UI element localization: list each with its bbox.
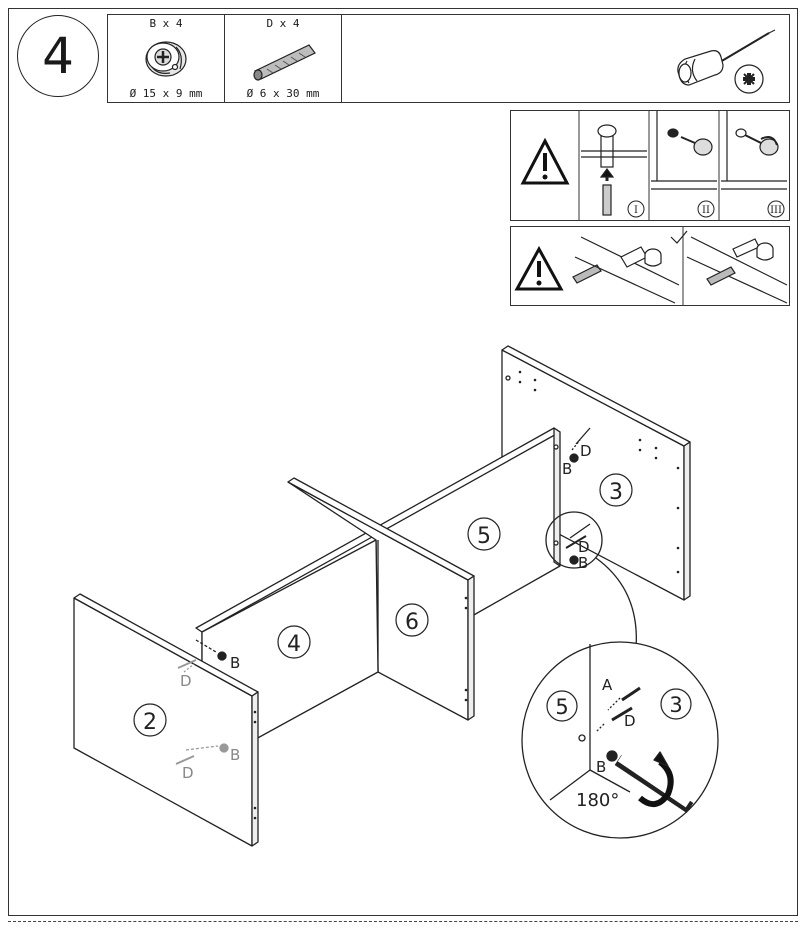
part-cell-d: D x 4 Ø 6 x 30 mm — [225, 15, 342, 102]
panel-6 — [287, 477, 475, 721]
warning-box-cam-steps: I II III — [510, 110, 790, 221]
cam-lock-icon — [145, 41, 187, 77]
page-frame — [8, 8, 798, 916]
part-qty: D x 4 — [266, 17, 300, 30]
parts-table: B x 4 Ø 15 x 9 mm D x 4 — [107, 14, 790, 103]
panel-label-5: 5 — [477, 524, 491, 549]
detail-panel-label-5: 5 — [555, 695, 568, 719]
wooden-dowel-icon — [253, 44, 316, 81]
label-d-panel2-bottom: D — [182, 764, 194, 782]
hardware-mid — [565, 523, 591, 565]
part-cell-b: B x 4 Ø 15 x 9 mm — [108, 15, 225, 102]
step-iii-label: III — [770, 205, 782, 216]
label-d-mid: D — [578, 538, 590, 556]
label-d-panel2-top: D — [180, 672, 192, 690]
part-size: Ø 15 x 9 mm — [129, 87, 203, 100]
detail-panel-label-3: 3 — [669, 693, 682, 717]
step-i-label: I — [634, 205, 638, 216]
step-number-text: 4 — [42, 27, 74, 85]
hardware-cam-4 — [195, 639, 227, 661]
label-b-panel2: B — [230, 746, 240, 764]
panel-label-6: 6 — [405, 610, 419, 635]
hardware-top — [569, 427, 591, 463]
warning-box-dowel — [510, 226, 790, 306]
panel-3 — [501, 345, 691, 601]
warning-triangle-icon — [514, 245, 564, 291]
phillips-screwdriver-icon — [677, 29, 776, 94]
step-ii-label: II — [702, 205, 710, 216]
label-b-mid: B — [578, 554, 588, 572]
detail-magnifier — [521, 641, 719, 839]
warning-triangle-icon — [520, 137, 570, 185]
label-d-top: D — [580, 442, 592, 460]
cut-line — [8, 921, 798, 922]
part-qty: B x 4 — [149, 17, 183, 30]
warning-cam-illustration: I II III — [520, 111, 787, 220]
part-size: Ø 6 x 30 mm — [246, 87, 320, 100]
panel-label-3: 3 — [609, 480, 623, 505]
detail-label-d: D — [624, 712, 636, 730]
warning-dowel-illustration — [514, 227, 788, 305]
panel-label-4: 4 — [287, 632, 301, 657]
rotation-label: 180° — [576, 790, 619, 811]
detail-label-b: B — [596, 758, 606, 776]
label-b-top: B — [562, 460, 572, 478]
label-b-panel4: B — [230, 654, 240, 672]
panel-label-2: 2 — [143, 710, 157, 735]
detail-label-a: A — [602, 676, 613, 694]
step-number: 4 — [17, 15, 99, 97]
hardware-panel-2 — [175, 659, 229, 765]
